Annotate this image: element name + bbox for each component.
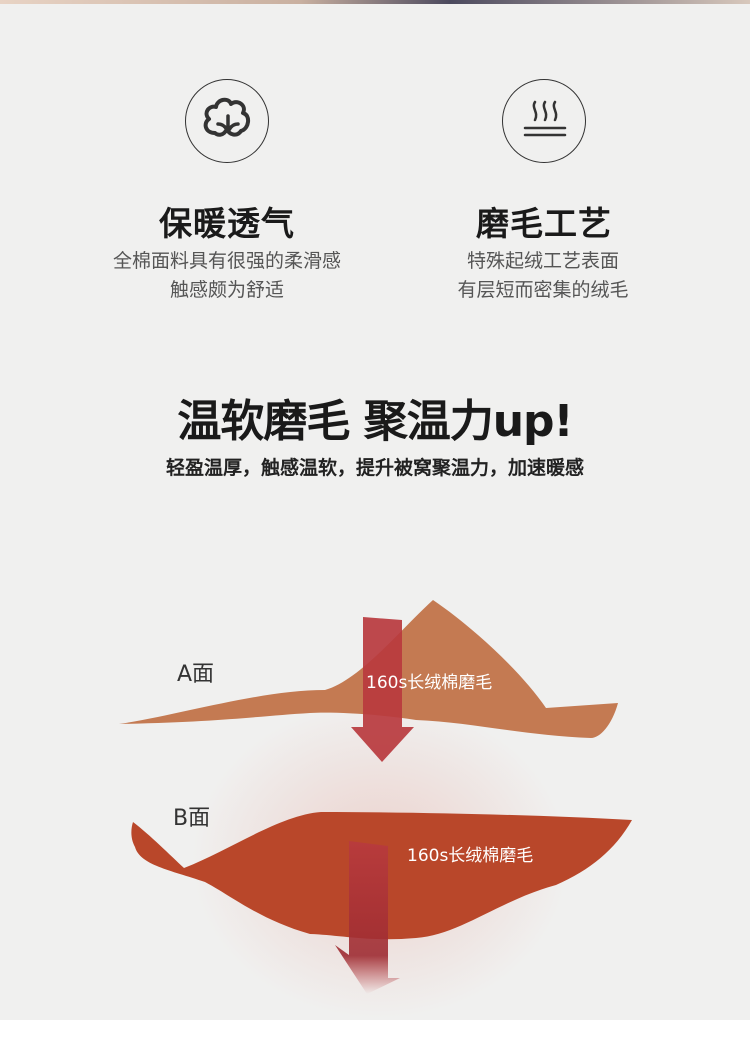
top-image-strip [0,0,750,4]
desc-line: 有层短而密集的绒毛 [457,279,629,301]
side-a-layer-label: 160s长绒棉磨毛 [366,673,493,693]
heat-steam-icon [502,79,586,163]
cotton-icon [185,79,269,163]
feature-desc-warm: 全棉面料具有很强的柔滑感 触感颇为舒适 [67,247,387,305]
desc-line: 特殊起绒工艺表面 [466,250,619,272]
bottom-margin [0,1020,750,1051]
side-b-layer-label: 160s长绒棉磨毛 [407,846,534,866]
desc-line: 全棉面料具有很强的柔滑感 [112,250,341,272]
feature-title-warm: 保暖透气 [159,204,295,243]
side-a-arrow [351,617,414,762]
feature-desc-brushed: 特殊起绒工艺表面 有层短而密集的绒毛 [383,247,703,305]
desc-line: 触感颇为舒适 [169,279,284,301]
side-b-label: B面 [173,806,211,831]
headline: 温软磨毛 聚温力up! [177,396,573,447]
subline: 轻盈温厚，触感温软，提升被窝聚温力，加速暖感 [165,457,584,479]
side-b-arrow [335,841,400,994]
side-a-label: A面 [177,662,215,687]
feature-title-brushed: 磨毛工艺 [476,204,612,243]
